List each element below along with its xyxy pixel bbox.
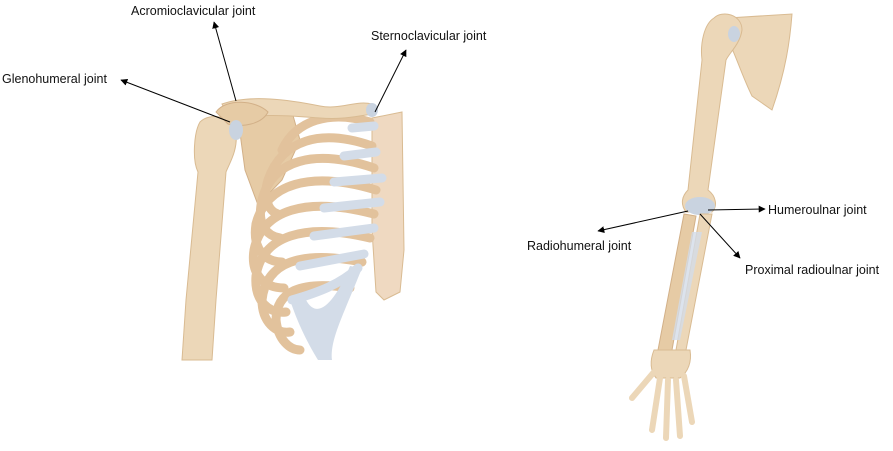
carpals	[650, 349, 691, 379]
costal-margin	[290, 266, 362, 360]
arrow-radiohumeral	[597, 210, 689, 234]
label-radiohumeral-joint: Radiohumeral joint	[527, 239, 632, 253]
arrow-sternoclavicular	[374, 49, 407, 113]
humerus-left	[181, 116, 237, 361]
elbow-cartilage	[685, 197, 715, 215]
arrow-proximal-radioulnar	[699, 213, 741, 259]
arrow-acromioclavicular	[212, 21, 237, 102]
pointer-lines	[120, 21, 766, 259]
label-glenohumeral-joint: Glenohumeral joint	[2, 72, 107, 86]
label-sternoclavicular-joint: Sternoclavicular joint	[371, 29, 487, 43]
arm-illustration	[629, 13, 793, 441]
costal-cartilage	[287, 121, 387, 305]
humerus-right	[681, 13, 743, 213]
sternoclavicular-cartilage	[366, 103, 378, 117]
interosseous-membrane	[672, 232, 702, 340]
glenohumeral-cartilage	[229, 120, 243, 140]
shoulder-cartilage	[728, 26, 740, 42]
label-humeroulnar-joint: Humeroulnar joint	[768, 203, 867, 217]
arrow-humeroulnar	[707, 205, 766, 213]
label-proximal-radioulnar-joint: Proximal radioulnar joint	[745, 263, 880, 277]
fingers	[629, 369, 695, 441]
label-acromioclavicular-joint: Acromioclavicular joint	[131, 4, 256, 18]
arrow-glenohumeral	[120, 78, 231, 123]
shoulder-thorax-illustration	[181, 98, 405, 361]
